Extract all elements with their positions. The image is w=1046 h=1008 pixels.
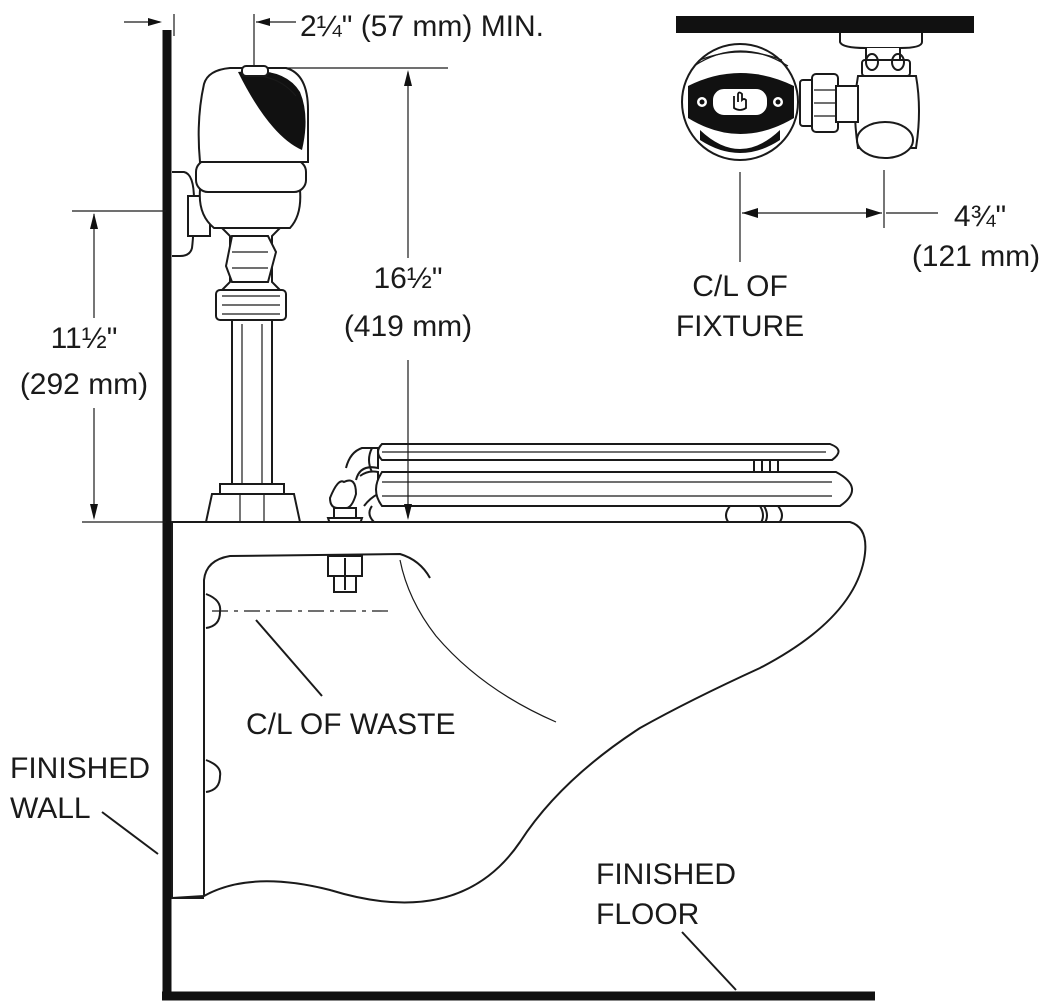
- toilet-bowl: [171, 521, 867, 904]
- finished-wall-label-line2: WALL: [10, 792, 91, 825]
- finished-floor-leader: [681, 931, 737, 991]
- plan-view-valve: [676, 16, 974, 161]
- fixture-offset-dimension: [739, 170, 938, 262]
- flush-valve-side-view: [172, 65, 309, 523]
- cl-fixture-label-line1: C/L OF: [692, 270, 788, 303]
- wall-offset-label: 2¼" (57 mm) MIN.: [300, 10, 544, 43]
- wall-offset-dimension: [124, 14, 296, 66]
- cl-waste-label: C/L OF WASTE: [246, 708, 455, 741]
- finished-wall-leader: [101, 811, 159, 855]
- hand-touch-icon: [733, 91, 747, 111]
- finished-floor-label-line2: FLOOR: [596, 898, 699, 931]
- valve-height-mm-label: (419 mm): [344, 310, 472, 343]
- fixture-offset-mm-label: (121 mm): [912, 240, 1040, 273]
- finished-wall-label-line1: FINISHED: [10, 752, 150, 785]
- inlet-height-dimension: [72, 210, 166, 523]
- fixture-offset-inch-label: 4¾": [954, 200, 1006, 233]
- toilet-seat-and-lid: [326, 443, 853, 525]
- plan-wall-bar: [676, 16, 974, 33]
- valve-height-inch-label: 16½": [373, 262, 442, 295]
- cl-fixture-label-line2: FIXTURE: [676, 310, 804, 343]
- inlet-height-inch-label: 11½": [51, 322, 118, 355]
- waste-centerline: [212, 610, 392, 697]
- valve-height-dimension: [270, 67, 448, 520]
- inlet-height-mm-label: (292 mm): [20, 368, 148, 401]
- finished-floor-label-line1: FINISHED: [596, 858, 736, 891]
